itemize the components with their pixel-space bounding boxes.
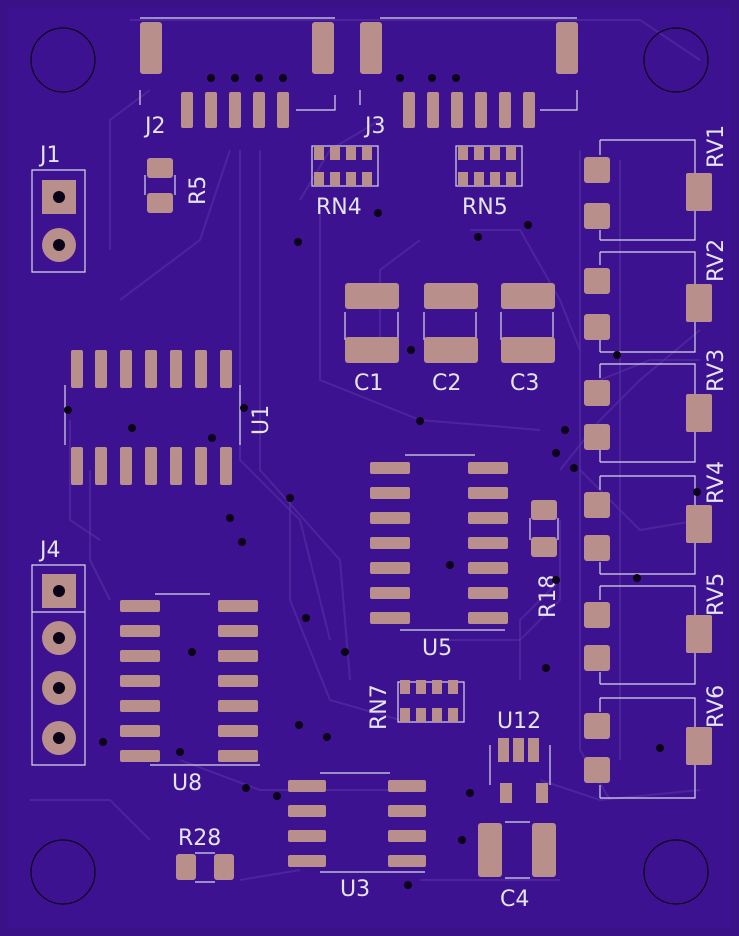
label-rv3: RV3 [704, 349, 729, 392]
mounting-hole-bottom-right [643, 839, 709, 905]
label-j1: J1 [38, 143, 61, 168]
label-j2: J2 [143, 114, 166, 139]
label-rn7: RN7 [367, 684, 392, 730]
connector-j1: J1 [31, 143, 86, 273]
label-rv5: RV5 [704, 573, 729, 616]
trimmer-rv4: RV4 [584, 461, 729, 575]
label-j4: J4 [38, 538, 61, 563]
label-rn5: RN5 [462, 195, 508, 220]
capacitor-c3: C3 [500, 283, 555, 396]
trimmer-rv1: RV1 [584, 125, 729, 241]
label-rv2: RV2 [704, 239, 729, 282]
label-u1: U1 [249, 405, 274, 435]
connector-j4: J4 [31, 538, 86, 766]
label-r28: R28 [178, 826, 221, 851]
ic-u8: U8 [120, 593, 260, 796]
label-rv6: RV6 [704, 685, 729, 728]
mounting-hole-top-right [643, 27, 709, 93]
label-u8: U8 [172, 771, 202, 796]
u1-pads-top [71, 350, 232, 388]
trimmer-rv3: RV3 [584, 349, 729, 463]
capacitor-c2: C2 [423, 283, 478, 396]
resistor-network-rn7: RN7 [367, 680, 465, 730]
mounting-hole-bottom-left [30, 839, 96, 905]
label-u3: U3 [340, 877, 370, 902]
mounting-hole-top-left [30, 27, 96, 93]
label-rv4: RV4 [704, 461, 729, 504]
trimmer-rv2: RV2 [584, 239, 729, 353]
trimmer-rv5: RV5 [584, 573, 729, 685]
vias [64, 209, 701, 889]
connector-j3: J3 [359, 17, 578, 139]
resistor-r28: R28 [176, 826, 234, 883]
u1-pads-bottom [71, 447, 232, 485]
capacitor-c4: C4 [478, 821, 556, 912]
ic-u5: U5 [370, 454, 508, 661]
copper-traces [30, 19, 701, 881]
ic-u1: U1 [64, 350, 274, 485]
ic-u3: U3 [288, 772, 426, 902]
trimmer-rv6: RV6 [584, 685, 729, 799]
resistor-network-rn5: RN5 [455, 145, 523, 220]
ic-u12: U12 [489, 709, 551, 803]
label-u12: U12 [497, 709, 541, 734]
label-c4: C4 [500, 887, 529, 912]
label-rn4: RN4 [316, 195, 362, 220]
label-rv1: RV1 [704, 125, 729, 168]
label-j3: J3 [363, 114, 386, 139]
label-c1: C1 [354, 371, 383, 396]
connector-j2: J2 [139, 17, 336, 139]
resistor-r5: R5 [144, 158, 211, 213]
label-r5: R5 [186, 176, 211, 205]
label-c2: C2 [432, 371, 461, 396]
label-u5: U5 [422, 636, 452, 661]
mounting-holes [30, 27, 709, 905]
resistor-network-rn4: RN4 [311, 145, 379, 220]
capacitor-c1: C1 [344, 283, 399, 396]
label-c3: C3 [510, 371, 539, 396]
